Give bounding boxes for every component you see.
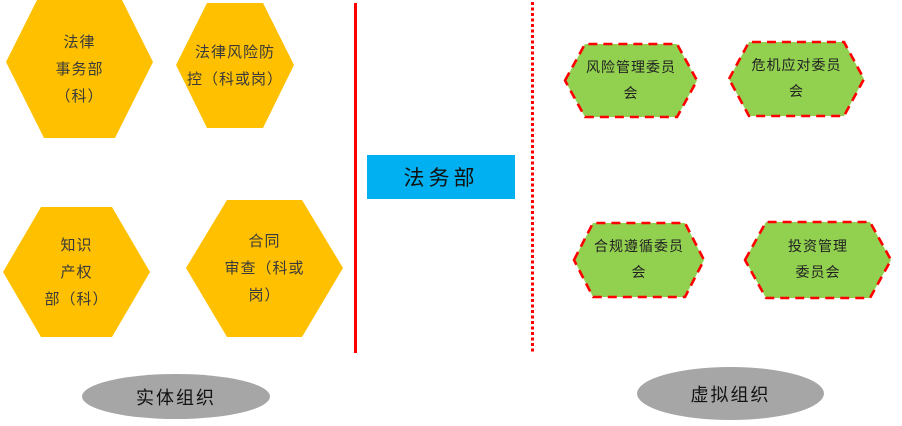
hexagon-crisis-response-committee: 危机应对委员 会 <box>727 40 866 118</box>
hexagon-shape <box>186 200 343 337</box>
divider-solid-line <box>354 3 357 353</box>
hexagon-shape <box>6 0 153 138</box>
hexagon-shape <box>572 221 706 299</box>
hexagon-investment-mgmt-committee: 投资管理 委员会 <box>743 220 893 300</box>
entity-group-label: 实体组织 <box>136 387 216 409</box>
hexagon-contract-review: 合同 审查（科或 岗） <box>186 200 343 337</box>
hexagon-shape <box>743 220 893 300</box>
legal-dept-label: 法务部 <box>403 166 479 190</box>
virtual-group-label: 虚拟组织 <box>690 384 771 406</box>
hexagon-shape <box>727 40 866 118</box>
virtual-group-ellipse: 虚拟组织 <box>637 367 824 420</box>
hexagon-shape <box>176 3 294 128</box>
hexagon-risk-mgmt-committee: 风险管理委员 会 <box>563 42 699 119</box>
hexagon-shape <box>3 207 150 337</box>
legal-dept-box: 法务部 <box>367 155 515 199</box>
hexagon-ip-dept: 知识 产权 部（科） <box>3 207 150 337</box>
divider-dotted-line <box>531 2 534 353</box>
hexagon-legal-risk-control: 法律风险防 控（科或岗） <box>176 3 294 128</box>
hexagon-legal-affairs-dept: 法律 事务部 （科） <box>6 0 153 138</box>
hexagon-shape <box>563 42 699 119</box>
entity-group-ellipse: 实体组织 <box>82 374 270 419</box>
hexagon-compliance-committee: 合规遵循委员 会 <box>572 221 706 299</box>
